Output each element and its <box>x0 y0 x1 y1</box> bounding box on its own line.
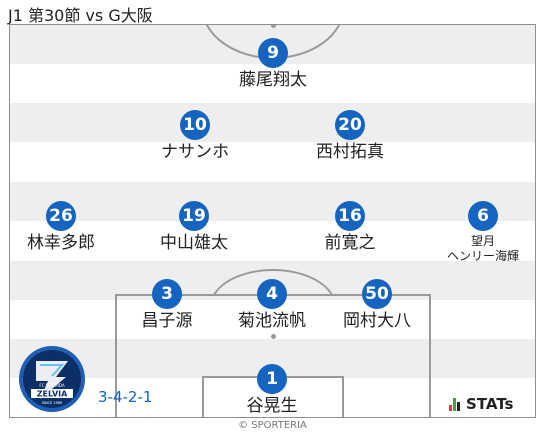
club-logo-since-text: SINCE 1989 <box>42 401 63 405</box>
player-name: 岡村大八 <box>343 311 411 331</box>
player-9[interactable]: 9 藤尾翔太 <box>213 38 333 90</box>
player-name: 谷晃生 <box>246 396 298 416</box>
stats-logo: STATs <box>449 395 513 413</box>
player-16[interactable]: 16 前寛之 <box>290 201 410 253</box>
club-logo-icon: FC MACHIDA ZELVIA SINCE 1989 <box>19 346 85 412</box>
player-number: 20 <box>335 110 365 140</box>
player-1[interactable]: 1 谷晃生 <box>212 364 332 416</box>
player-10[interactable]: 10 ナサンホ <box>135 110 255 162</box>
player-number: 26 <box>46 201 76 231</box>
player-number: 9 <box>258 38 288 68</box>
player-26[interactable]: 26 林幸多郎 <box>1 201 121 253</box>
player-20[interactable]: 20 西村拓真 <box>290 110 410 162</box>
copyright: © SPORTERIA <box>238 420 307 431</box>
player-3[interactable]: 3 昌子源 <box>107 279 227 331</box>
pitch <box>9 24 536 418</box>
player-number: 3 <box>152 279 182 309</box>
match-title: J1 第30節 vs G大阪 <box>8 6 153 25</box>
player-name: 菊池流帆 <box>238 311 306 331</box>
player-4[interactable]: 4 菊池流帆 <box>212 279 332 331</box>
player-name: 前寛之 <box>324 233 376 253</box>
center-spot <box>271 25 276 28</box>
player-number: 1 <box>257 364 287 394</box>
player-name: 藤尾翔太 <box>239 70 307 90</box>
club-logo-text: ZELVIA <box>37 390 68 399</box>
player-number: 10 <box>180 110 210 140</box>
player-19[interactable]: 19 中山雄太 <box>134 201 254 253</box>
pitch-stripe <box>10 182 535 221</box>
player-number: 6 <box>468 201 498 231</box>
player-6[interactable]: 6 望月 ヘンリー海輝 <box>423 201 543 264</box>
stats-bars-icon <box>449 397 460 411</box>
stats-label: STATs <box>466 395 514 413</box>
player-name: 林幸多郎 <box>27 233 95 253</box>
player-number: 4 <box>257 279 287 309</box>
pitch-stripe <box>10 103 535 142</box>
player-name: ナサンホ <box>161 142 229 162</box>
club-logo-small-text: FC MACHIDA <box>39 383 64 388</box>
player-number: 50 <box>362 279 392 309</box>
player-number: 19 <box>179 201 209 231</box>
formation-label: 3-4-2-1 <box>98 388 153 406</box>
player-name: 昌子源 <box>141 311 193 331</box>
player-50[interactable]: 50 岡村大八 <box>317 279 437 331</box>
player-name: 望月 ヘンリー海輝 <box>446 234 519 263</box>
player-number: 16 <box>335 201 365 231</box>
penalty-spot <box>271 334 276 339</box>
player-name: 西村拓真 <box>316 142 384 162</box>
player-name: 中山雄太 <box>160 233 228 253</box>
